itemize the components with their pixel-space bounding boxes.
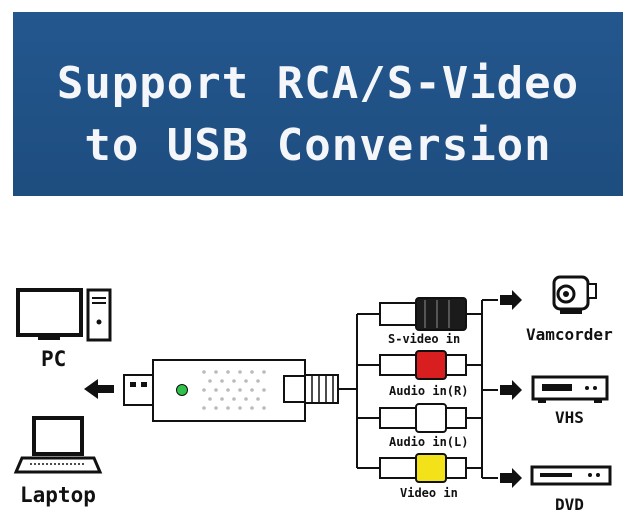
usb-capture-device	[123, 359, 339, 422]
arrow-left-icon	[84, 379, 114, 399]
audio-r-connector	[379, 350, 467, 380]
video-connector	[379, 453, 467, 483]
dvd-player-icon	[530, 465, 612, 486]
camcorder-label: Vamcorder	[526, 325, 613, 344]
camcorder-icon	[552, 275, 597, 314]
arrow-right-icon	[500, 380, 522, 400]
title-banner: Support RCA/S-Video to USB Conversion	[13, 12, 623, 196]
video-label: Video in	[400, 486, 458, 500]
status-led	[176, 384, 188, 396]
svideo-label: S-video in	[388, 332, 460, 346]
arrow-right-icon	[500, 468, 522, 488]
usb-plug-icon	[123, 374, 154, 406]
cable-wiring	[338, 299, 498, 479]
vhs-label: VHS	[555, 408, 584, 427]
svideo-connector	[379, 297, 467, 331]
dvd-label: DVD	[555, 495, 584, 514]
vent-holes	[202, 370, 266, 410]
laptop-icon	[13, 416, 103, 474]
audio-r-label: Audio in(R)	[389, 384, 468, 398]
computer-icon	[16, 288, 112, 342]
vhs-player-icon	[531, 375, 609, 403]
banner-title-line-1: Support RCA/S-Video	[56, 58, 580, 109]
laptop-label: Laptop	[20, 483, 96, 507]
audio-l-label: Audio in(L)	[389, 435, 468, 449]
arrow-right-icon	[500, 290, 522, 310]
banner-title-line-2: to USB Conversion	[84, 120, 552, 171]
audio-l-connector	[379, 403, 467, 433]
pc-label: PC	[41, 347, 66, 371]
cable-strain-relief	[304, 374, 339, 404]
